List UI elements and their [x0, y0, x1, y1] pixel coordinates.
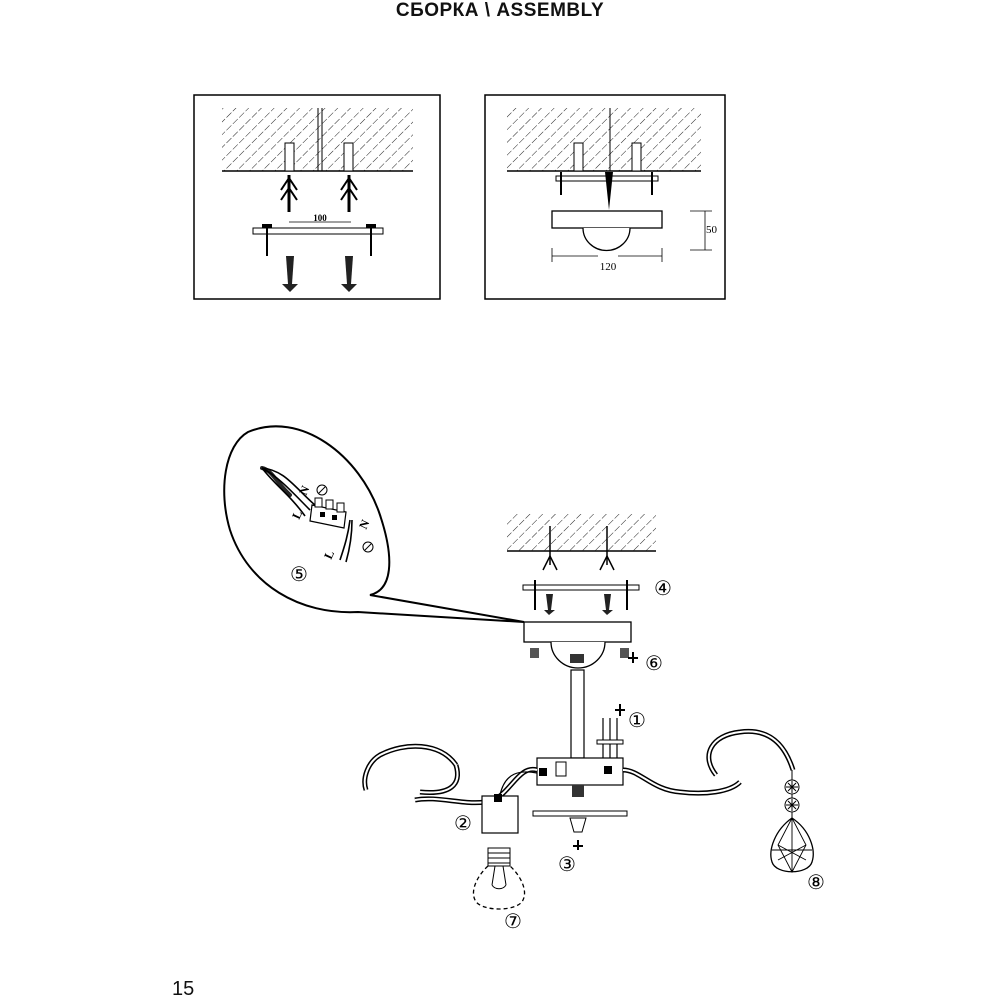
nut-icon — [530, 648, 539, 658]
callout-4: ④ — [654, 578, 672, 600]
bolt-icon — [262, 224, 272, 256]
terminal-block-icon — [309, 497, 347, 529]
dimension-height-label: 50 — [706, 224, 718, 236]
callout-5: ⑤ — [290, 564, 308, 586]
ceiling-hatch — [507, 108, 701, 171]
panel-left-mounting: 100 — [193, 94, 441, 300]
callout-7: ⑦ — [504, 911, 522, 933]
page-number: 15 — [172, 978, 195, 1000]
ground-symbol-icon — [316, 484, 328, 496]
mounting-bar — [252, 227, 384, 235]
ceiling-hatch — [507, 514, 656, 551]
wall-plug-icon — [280, 175, 298, 212]
screw-icon — [602, 594, 613, 615]
drill-hole — [284, 142, 295, 172]
panel-right-dimensions: 120 50 — [484, 94, 726, 300]
bulb-holder — [481, 795, 519, 834]
canopy — [523, 621, 632, 643]
callout-1: ① — [628, 710, 646, 732]
drill-hole — [573, 142, 584, 172]
main-assembly — [362, 514, 814, 910]
dimension-width-label: 120 — [600, 261, 617, 273]
screw-icon — [341, 256, 357, 292]
callout-3: ③ — [558, 854, 576, 876]
callout-2: ② — [454, 813, 472, 835]
drill-hole — [631, 142, 642, 172]
nut-icon — [620, 648, 629, 658]
dimension-label: 100 — [313, 213, 327, 223]
screw-icon — [544, 594, 555, 615]
crystal-pendant-icon — [770, 770, 814, 873]
wiring-detail: N L L N — [223, 425, 525, 623]
callout-8: ⑧ — [807, 872, 825, 894]
canopy — [551, 210, 663, 229]
decorative-plate — [532, 810, 628, 817]
bolt-icon — [366, 224, 376, 256]
light-bulb-icon — [472, 847, 526, 910]
stem — [570, 669, 585, 759]
ground-symbol-icon — [362, 541, 374, 553]
drill-hole — [343, 142, 354, 172]
mounting-bar — [522, 584, 640, 591]
page-title: СБОРКА \ ASSEMBLY — [395, 0, 605, 21]
callout-6: ⑥ — [645, 653, 663, 675]
wall-plug-icon — [340, 175, 358, 212]
screw-icon — [282, 256, 298, 292]
